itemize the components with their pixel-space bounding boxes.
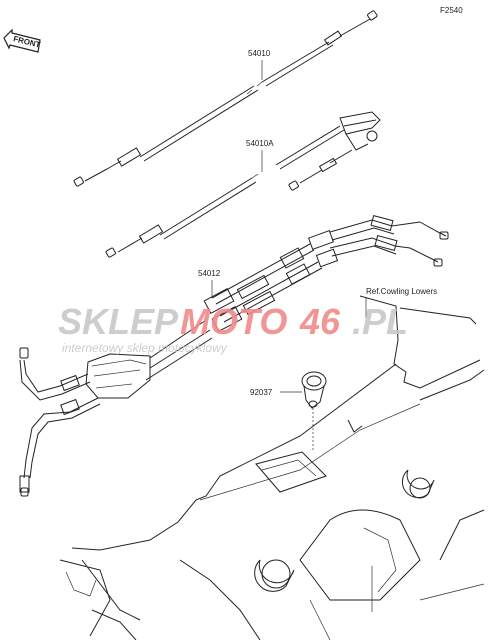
watermark-brand-mid: MOTO — [180, 301, 287, 342]
cable-54012 — [19, 214, 449, 497]
figure-code: F2540 — [440, 6, 463, 15]
part-label-92037: 92037 — [250, 388, 273, 397]
reference-note: Ref.Cowling Lowers — [366, 287, 437, 296]
grommet-92037 — [301, 371, 327, 450]
front-arrow-icon: FRONT — [3, 28, 41, 53]
part-label-54012: 54012 — [198, 269, 221, 278]
watermark-brand-num: 46 — [299, 301, 341, 342]
frame-body-outline — [59, 295, 485, 640]
watermark-brand-left: SKLEP — [58, 301, 179, 342]
watermark-brand-tld: .PL — [352, 301, 408, 342]
watermark-logo: SKLEP MOTO 46 .PL internetowy sklep moto… — [58, 301, 408, 355]
cable-54010a — [105, 111, 381, 258]
watermark-tagline: internetowy sklep motocyklowy — [62, 341, 228, 355]
part-label-54010a: 54010A — [246, 139, 274, 148]
part-label-54010: 54010 — [248, 49, 271, 58]
cable-54010 — [73, 10, 378, 187]
